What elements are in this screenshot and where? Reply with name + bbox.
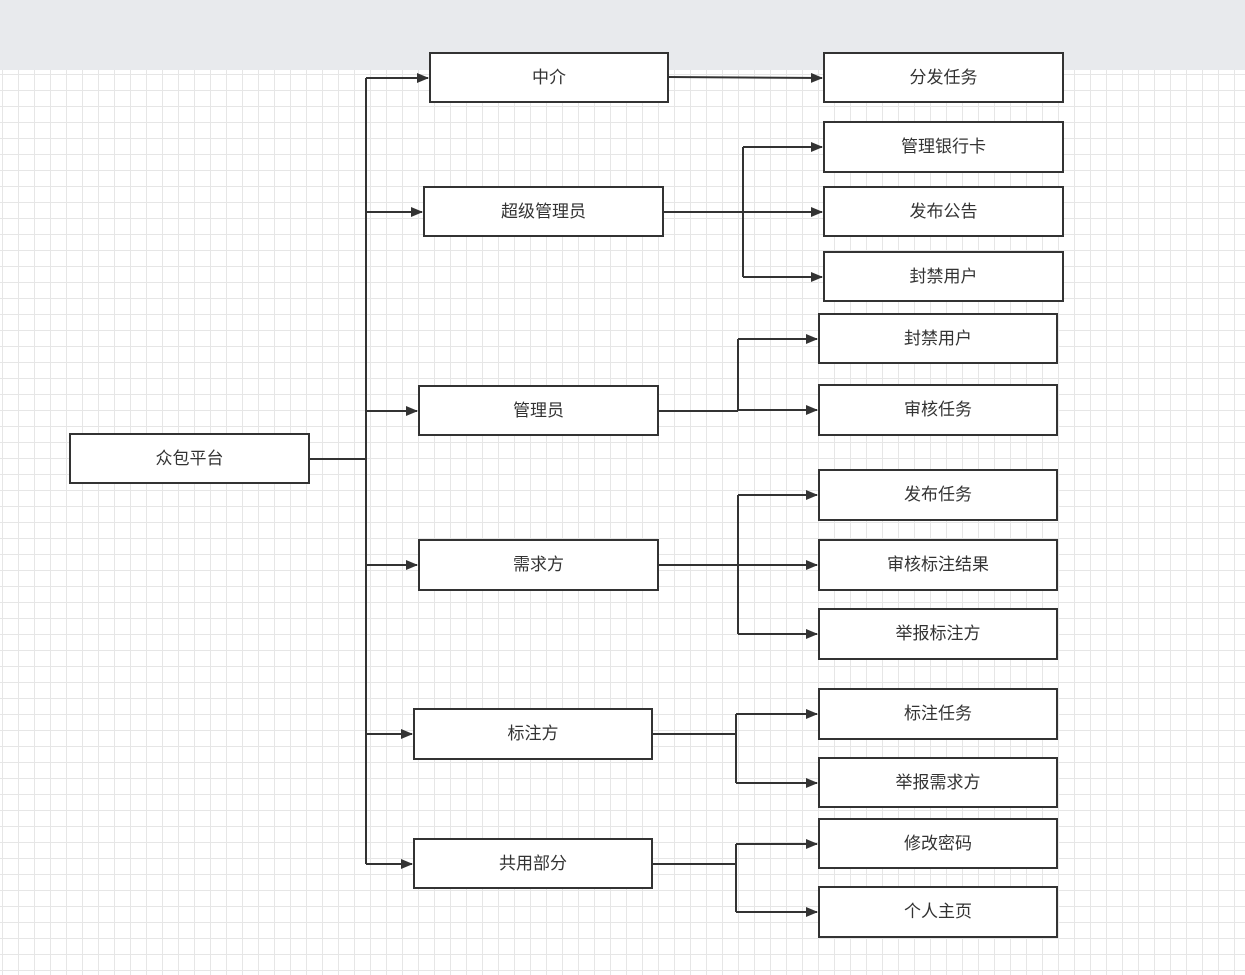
edge-role0-leaf0 [667, 72, 823, 83]
leaf-node-publish-task[interactable]: 发布任务 [818, 469, 1058, 521]
svg-text:修改密码: 修改密码 [904, 834, 972, 854]
connector-lines [309, 72, 823, 917]
leaf-node-personal-homepage[interactable]: 个人主页 [818, 886, 1058, 938]
svg-text:众包平台: 众包平台 [156, 449, 224, 469]
role-node-super-admin[interactable]: 超级管理员 [423, 186, 664, 237]
svg-text:个人主页: 个人主页 [904, 902, 972, 922]
svg-text:标注方: 标注方 [508, 724, 559, 744]
leaf-node-publish-announcement[interactable]: 发布公告 [823, 186, 1064, 237]
role-node-admin[interactable]: 管理员 [418, 385, 659, 436]
role-node-shared[interactable]: 共用部分 [413, 838, 653, 889]
role-node-intermediary[interactable]: 中介 [429, 52, 669, 103]
svg-text:标注任务: 标注任务 [904, 704, 972, 724]
leaf-node-review-task[interactable]: 审核任务 [818, 384, 1058, 436]
leaf-node-review-annotation-result[interactable]: 审核标注结果 [818, 539, 1058, 591]
svg-text:管理员: 管理员 [513, 401, 564, 421]
svg-text:举报需求方: 举报需求方 [896, 773, 981, 793]
leaf-node-report-requester[interactable]: 举报需求方 [818, 757, 1058, 808]
leaf-node-distribute-task[interactable]: 分发任务 [823, 52, 1064, 103]
role-node-requester[interactable]: 需求方 [418, 539, 659, 591]
diagram-nodes: 众包平台 中介 超级管理员 管理员 需求方 标注方 共用部分 分发任务 [69, 52, 1064, 938]
role-node-annotator[interactable]: 标注方 [413, 708, 653, 760]
svg-text:封禁用户: 封禁用户 [910, 267, 978, 287]
root-node[interactable]: 众包平台 [69, 433, 310, 484]
leaf-node-ban-user-admin[interactable]: 封禁用户 [818, 313, 1058, 364]
leaf-node-annotate-task[interactable]: 标注任务 [818, 688, 1058, 740]
svg-text:发布公告: 发布公告 [910, 202, 978, 222]
leaf-node-change-password[interactable]: 修改密码 [818, 818, 1058, 869]
svg-text:中介: 中介 [532, 68, 566, 88]
leaf-node-report-annotator[interactable]: 举报标注方 [818, 608, 1058, 660]
svg-text:审核标注结果: 审核标注结果 [887, 555, 989, 575]
svg-text:发布任务: 发布任务 [904, 485, 972, 505]
svg-text:共用部分: 共用部分 [499, 854, 567, 874]
svg-text:管理银行卡: 管理银行卡 [901, 137, 986, 157]
svg-text:需求方: 需求方 [513, 555, 564, 575]
svg-text:超级管理员: 超级管理员 [501, 202, 586, 222]
leaf-node-ban-user-super[interactable]: 封禁用户 [823, 251, 1064, 302]
svg-text:分发任务: 分发任务 [910, 68, 978, 88]
svg-text:审核任务: 审核任务 [904, 400, 972, 420]
svg-text:举报标注方: 举报标注方 [896, 624, 981, 644]
svg-text:封禁用户: 封禁用户 [904, 329, 972, 349]
leaf-node-manage-bank-card[interactable]: 管理银行卡 [823, 121, 1064, 173]
